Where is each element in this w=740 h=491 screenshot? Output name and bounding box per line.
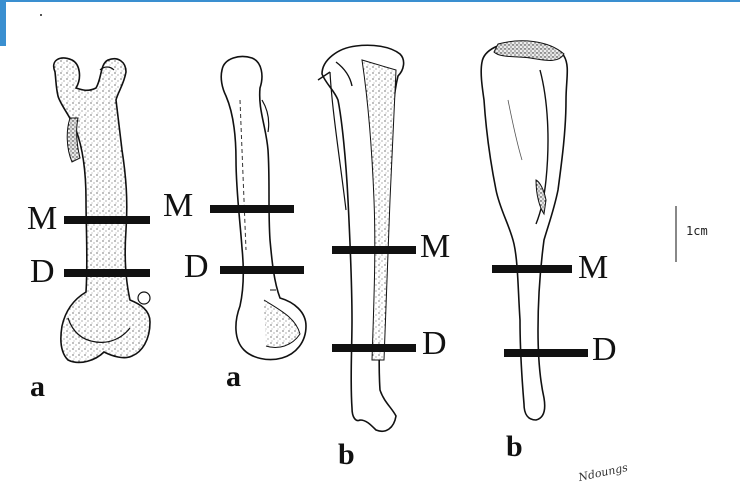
- femur-group-label-2: a: [226, 362, 241, 392]
- tibiotarsus-b2-distal-bar: [504, 349, 588, 357]
- tibiotarsus-b2-mid-bar: [492, 265, 572, 273]
- tibiotarsus-b2-mid-label: M: [578, 251, 608, 285]
- femur-anterior-drawing: [54, 58, 150, 362]
- femur-a1-distal-label: D: [30, 255, 55, 289]
- tibiotarsus-b1-mid-label: M: [420, 230, 450, 264]
- tibiotarsus-b2-distal-label: D: [592, 333, 617, 367]
- femur-a1-distal-bar: [64, 269, 150, 277]
- femur-a2-distal-bar: [220, 266, 304, 274]
- tibiotarsus-b1-distal-label: D: [422, 327, 447, 361]
- tibiotarsus-anterior-drawing: [318, 45, 404, 431]
- femur-a2-mid-bar: [210, 205, 294, 213]
- tibiotarsus-group-label-2: b: [506, 432, 523, 462]
- femur-a2-distal-label: D: [184, 250, 209, 284]
- scale-label: 1cm: [686, 224, 708, 238]
- tibiotarsus-b1-mid-bar: [332, 246, 416, 254]
- tibiotarsus-b1-distal-bar: [332, 344, 416, 352]
- femur-a2-mid-label: M: [163, 189, 193, 223]
- tibiotarsus-posterior-drawing: [481, 41, 567, 420]
- femur-a1-mid-label: M: [27, 202, 57, 236]
- femur-group-label-1: a: [30, 372, 45, 402]
- femur-a1-mid-bar: [64, 216, 150, 224]
- tibiotarsus-group-label-1: b: [338, 440, 355, 470]
